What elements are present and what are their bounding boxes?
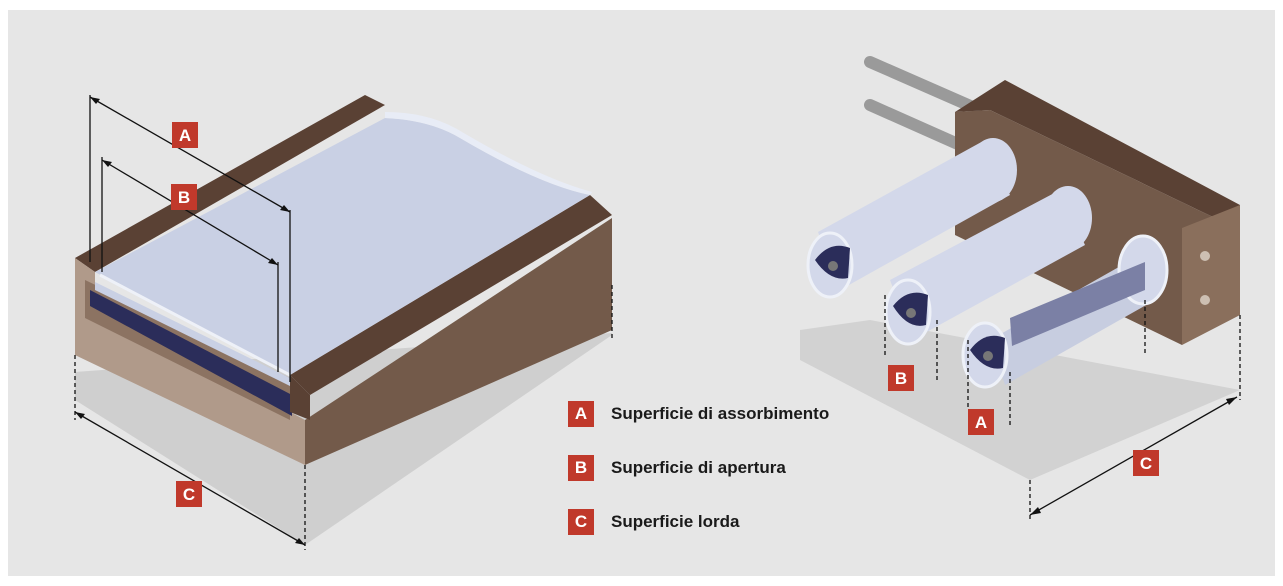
tube-1-end (969, 138, 1017, 202)
marker-b-tube-box (888, 365, 914, 391)
manifold-side (955, 110, 1240, 345)
flat-absorber-plate (90, 290, 292, 416)
tube-2-end (1044, 186, 1092, 250)
tube-1-body (818, 140, 1010, 290)
tube-arrowheads (1030, 397, 1237, 515)
flat-glass-front-edge (99, 273, 291, 377)
legend-badge-a: A (568, 401, 594, 427)
marker-a-flat-box (172, 122, 198, 148)
manifold-top (955, 80, 1240, 230)
marker-c-flat-box (176, 481, 202, 507)
legend-badge-c: C (568, 509, 594, 535)
marker-c-flat: C (183, 485, 195, 504)
flat-glass-cover (95, 118, 590, 375)
marker-b-tube: B (895, 369, 907, 388)
flat-right-rim (290, 195, 612, 395)
flat-corner (290, 375, 310, 420)
marker-b-flat: B (178, 188, 190, 207)
legend-label-c: Superficie lorda (611, 512, 740, 531)
pipe-upper (864, 56, 981, 114)
legend-label-b: Superficie di apertura (611, 458, 786, 477)
manifold-end (1182, 205, 1240, 345)
marker-a-flat: A (179, 126, 191, 145)
marker-a-tube-box (968, 409, 994, 435)
marker-a-tube: A (975, 413, 987, 432)
legend-item-c: C Superficie lorda (568, 508, 829, 536)
tube-1-pipe (828, 261, 838, 271)
flat-dimension-lines (74, 95, 613, 550)
diagram-markers: A B C B A C (171, 122, 1159, 507)
marker-b-flat-box (171, 184, 197, 210)
legend: A Superficie di assorbimento B Superfici… (568, 400, 829, 562)
manifold-port-upper (1200, 251, 1210, 261)
legend-item-a: A Superficie di assorbimento (568, 400, 829, 428)
manifold-port-lower (1200, 295, 1210, 305)
tube-3-absorber (1010, 262, 1145, 346)
legend-label-a: Superficie di assorbimento (611, 404, 830, 423)
tube-3-pipe (983, 351, 993, 361)
flat-back-rim (75, 95, 385, 272)
marker-c-tube: C (1140, 454, 1152, 473)
tube-2-pipe (906, 308, 916, 318)
flat-glass-edge (385, 112, 592, 195)
pipe-lower (864, 99, 966, 151)
flat-arrowheads (75, 97, 305, 545)
flat-glass-section (95, 282, 290, 386)
tube-collector (800, 56, 1240, 480)
marker-c-tube-box (1133, 450, 1159, 476)
legend-item-b: B Superficie di apertura (568, 454, 829, 482)
tube-dimension-lines (884, 295, 1241, 520)
flat-side-face (305, 218, 612, 465)
legend-badge-b: B (568, 455, 594, 481)
tube-2-body (890, 190, 1085, 340)
tube-collector-shadow (800, 320, 1240, 480)
flat-plate-collector (75, 95, 612, 545)
